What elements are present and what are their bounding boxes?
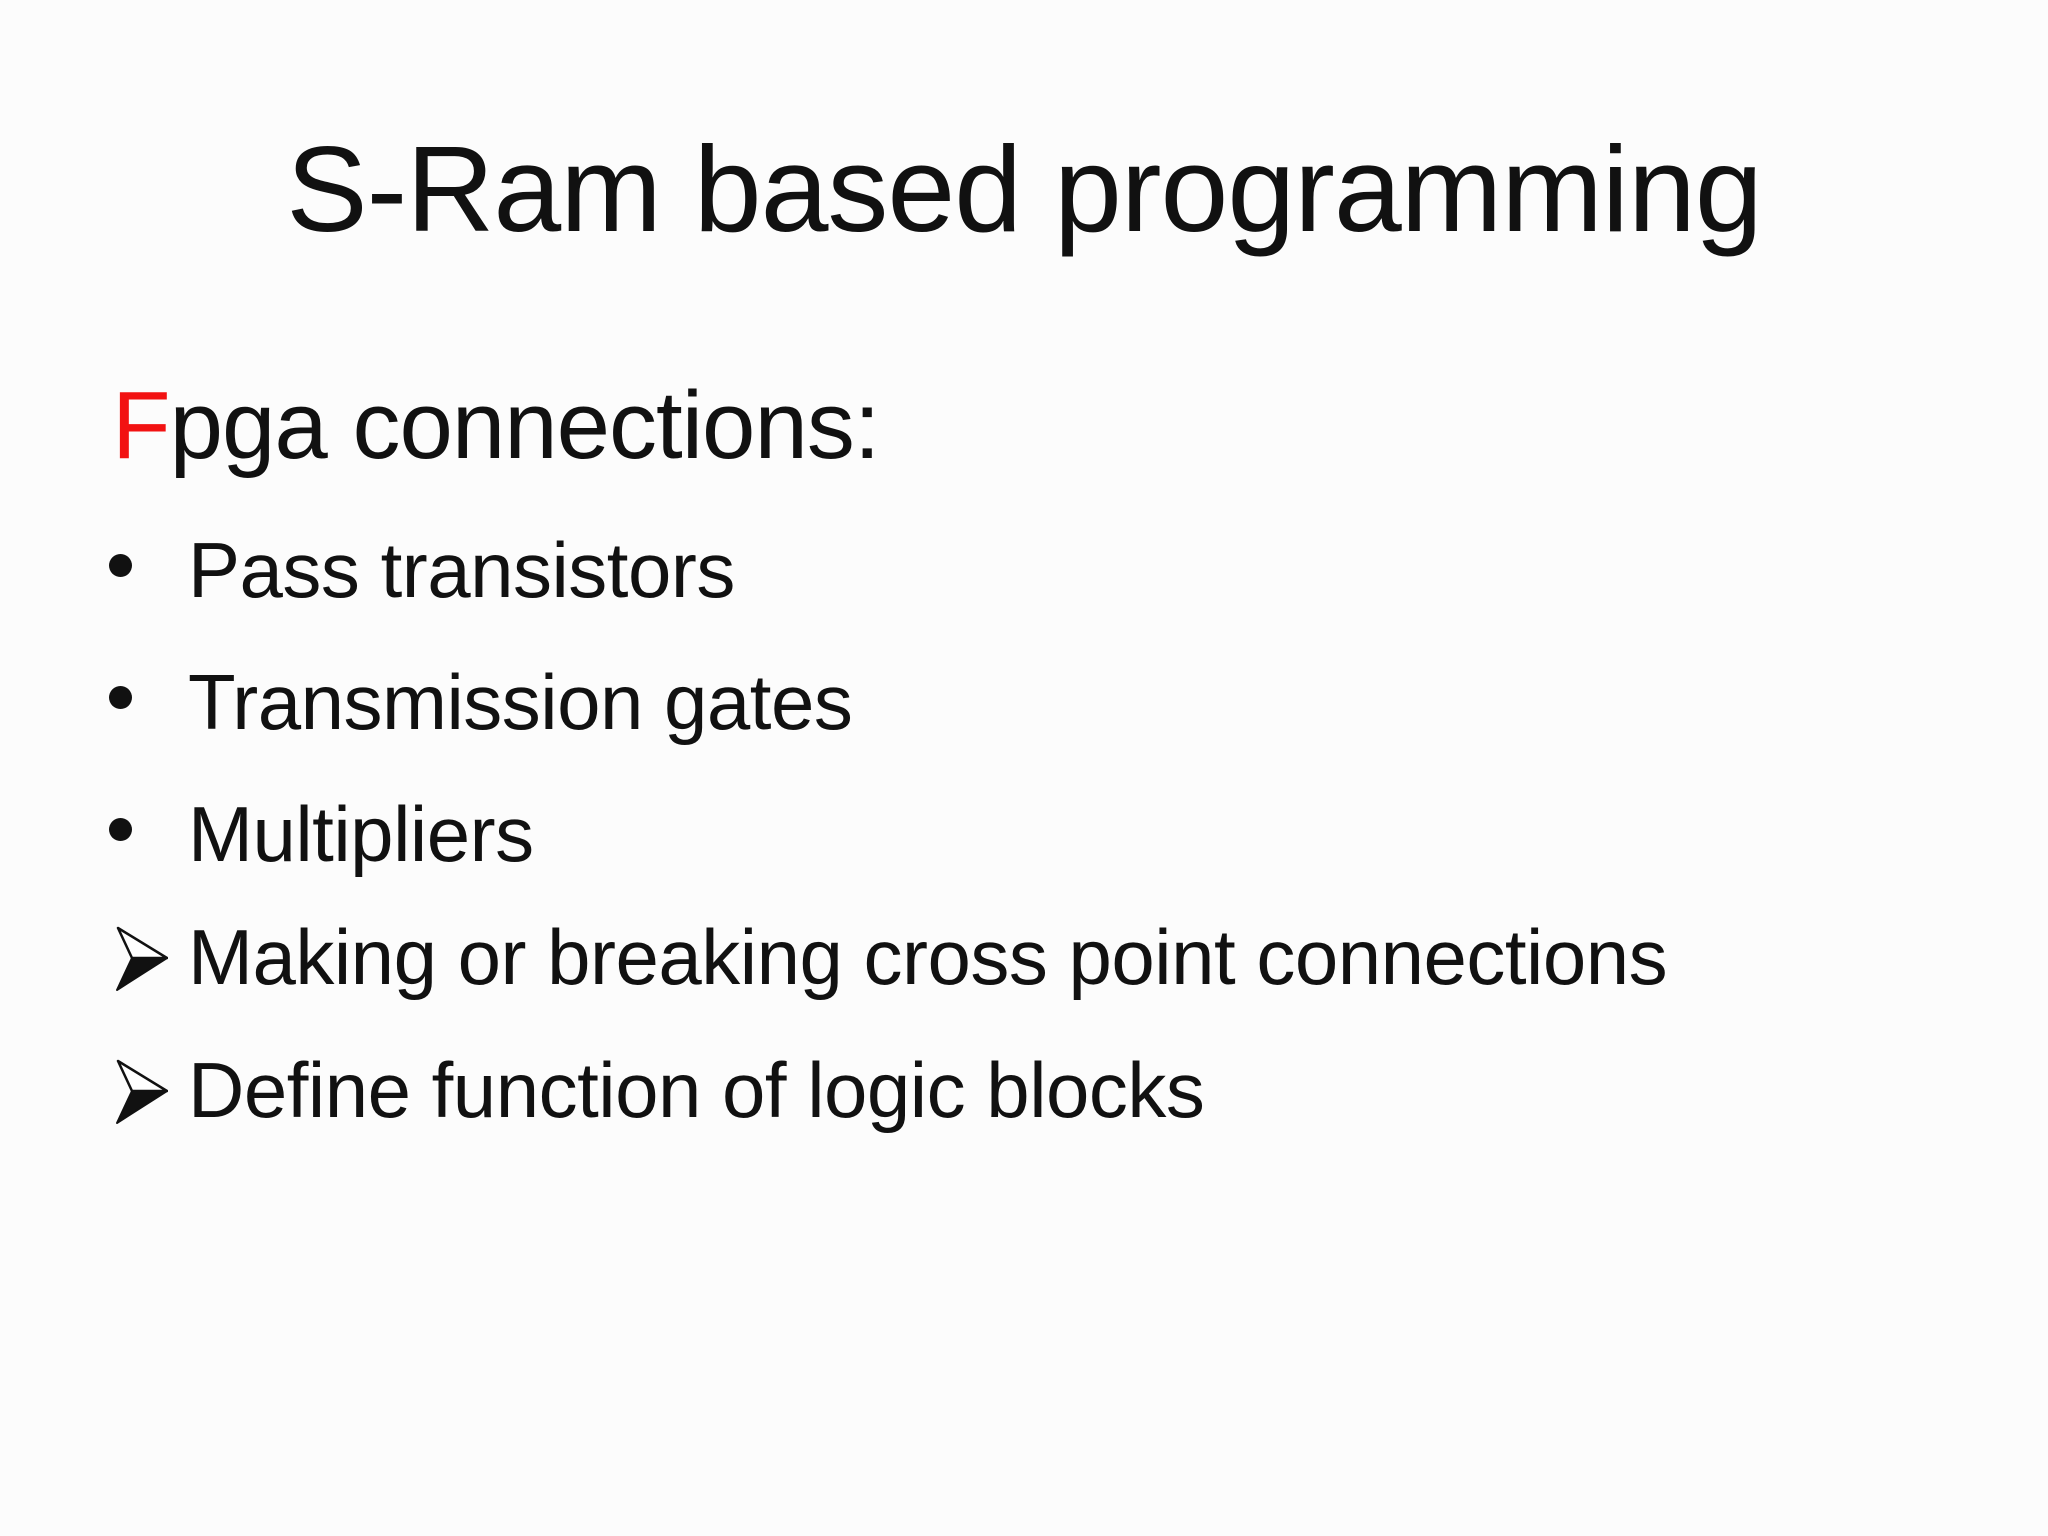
list-item: Pass transistors	[109, 531, 735, 609]
slide-title: S-Ram based programming	[286, 121, 1763, 257]
list-item-label: Transmission gates	[188, 658, 853, 746]
arrow-item-label: Making or breaking cross point connectio…	[188, 913, 1668, 1001]
arrowhead-bullet-icon	[116, 926, 168, 991]
arrow-item-label: Define function of logic blocks	[188, 1046, 1205, 1134]
heading-lead-letter: F	[112, 372, 171, 479]
bullet-dot-icon	[109, 818, 132, 841]
bullet-dot-icon	[109, 686, 132, 709]
heading-rest: pga connections:	[169, 372, 881, 479]
arrow-list-item: Making or breaking cross point connectio…	[112, 918, 1668, 996]
arrowhead-bullet-icon	[116, 1059, 168, 1124]
bullet-dot-icon	[109, 554, 132, 577]
list-item-label: Multipliers	[188, 790, 534, 878]
heading-fpga-connections: Fpga connections:	[112, 378, 880, 474]
list-item-label: Pass transistors	[188, 526, 735, 614]
list-item: Multipliers	[109, 795, 534, 873]
arrow-list-item: Define function of logic blocks	[112, 1051, 1205, 1129]
list-item: Transmission gates	[109, 663, 853, 741]
